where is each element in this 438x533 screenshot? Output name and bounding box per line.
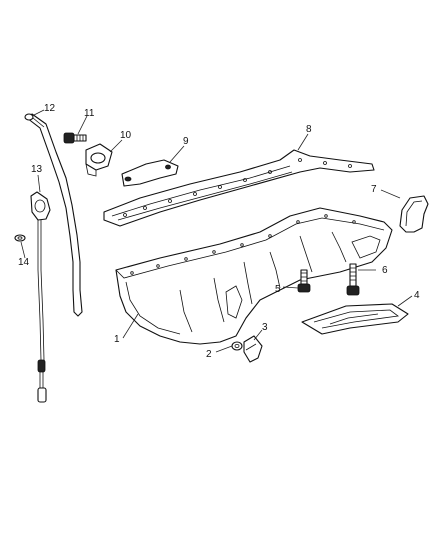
callout-4: 4 xyxy=(414,290,420,301)
callout-1: 1 xyxy=(114,334,120,345)
callout-9: 9 xyxy=(183,136,189,147)
dipstick xyxy=(30,191,51,403)
callout-2: 2 xyxy=(206,349,212,360)
bracket xyxy=(121,159,179,187)
callout-12: 12 xyxy=(44,103,56,114)
drain-plug xyxy=(243,335,263,363)
o-ring xyxy=(14,234,26,242)
tube-clip xyxy=(85,143,113,177)
bolt-5 xyxy=(297,269,311,293)
gasket-bolt-holes xyxy=(123,158,352,217)
oil-pan-cover xyxy=(301,303,409,335)
callout-5: 5 xyxy=(275,284,281,295)
oil-pan xyxy=(115,207,393,345)
callout-14: 14 xyxy=(18,257,30,268)
drain-plug-washer xyxy=(231,341,243,351)
callout-7: 7 xyxy=(371,184,377,195)
callout-6: 6 xyxy=(382,265,388,276)
oil-pan-gasket xyxy=(103,149,375,227)
pan-flange-holes xyxy=(130,214,356,275)
rear-seal xyxy=(399,195,429,233)
callout-13: 13 xyxy=(31,164,43,175)
callouts: 1 2 3 4 5 6 7 8 9 10 11 12 13 14 xyxy=(18,103,420,360)
callout-8: 8 xyxy=(306,124,312,135)
callout-11: 11 xyxy=(84,108,95,119)
bolt-11 xyxy=(63,132,87,144)
bolt-6 xyxy=(346,263,360,296)
callout-10: 10 xyxy=(120,130,132,141)
callout-3: 3 xyxy=(262,322,268,333)
leader-lines xyxy=(20,109,413,353)
dipstick-tube xyxy=(24,113,83,317)
